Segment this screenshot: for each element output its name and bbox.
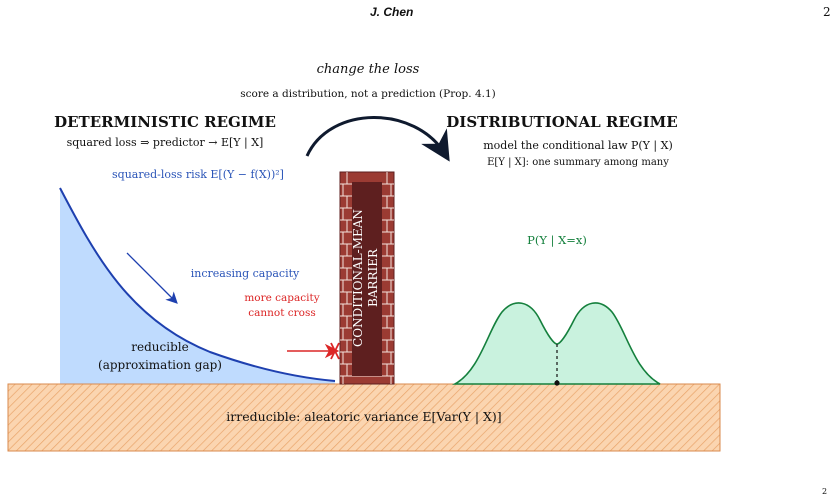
capacity-arrow	[126, 252, 178, 304]
density-label: P(Y | X=x)	[527, 233, 587, 248]
risk-curve	[59, 187, 336, 382]
conditional-mean-dot	[554, 380, 560, 386]
blocked-label-line1: more capacity	[244, 292, 319, 304]
barrier-label-line2: BARRIER	[366, 248, 380, 307]
header-author: J. Chen	[370, 5, 413, 19]
blocked-label-line2: cannot cross	[248, 307, 316, 319]
irreducible-label: irreducible: aleatoric variance E[Var(Y …	[226, 409, 501, 424]
distributional-subheading: model the conditional law P(Y | X)	[483, 139, 673, 153]
deterministic-heading: DETERMINISTIC REGIME	[54, 113, 276, 131]
caption-subtitle: score a distribution, not a prediction (…	[240, 88, 496, 100]
footer-corner-mark: 2	[822, 487, 827, 496]
barrier-label-line1: CONDITIONAL-MEAN	[351, 209, 365, 347]
caption-title: change the loss	[317, 62, 420, 77]
regime-change-arrow	[305, 116, 450, 162]
capacity-label: increasing capacity	[191, 267, 300, 280]
risk-label: squared-loss risk E[(Y − f(X))²]	[112, 168, 284, 181]
bimodal-density	[451, 302, 661, 385]
distributional-heading: DISTRIBUTIONAL REGIME	[446, 113, 677, 131]
approximation-gap-label: (approximation gap)	[98, 358, 222, 372]
reducible-label: reducible	[131, 340, 188, 354]
deterministic-subheading: squared loss ⇒ predictor → E[Y | X]	[67, 136, 264, 150]
distributional-note: E[Y | X]: one summary among many	[487, 157, 669, 168]
blocked-x-icon	[330, 342, 340, 360]
reducible-area	[60, 188, 335, 384]
irreducible-floor	[7, 383, 721, 452]
header-page-number: 2	[823, 5, 831, 19]
conditional-mean-barrier: CONDITIONAL-MEAN BARRIER	[339, 171, 395, 385]
